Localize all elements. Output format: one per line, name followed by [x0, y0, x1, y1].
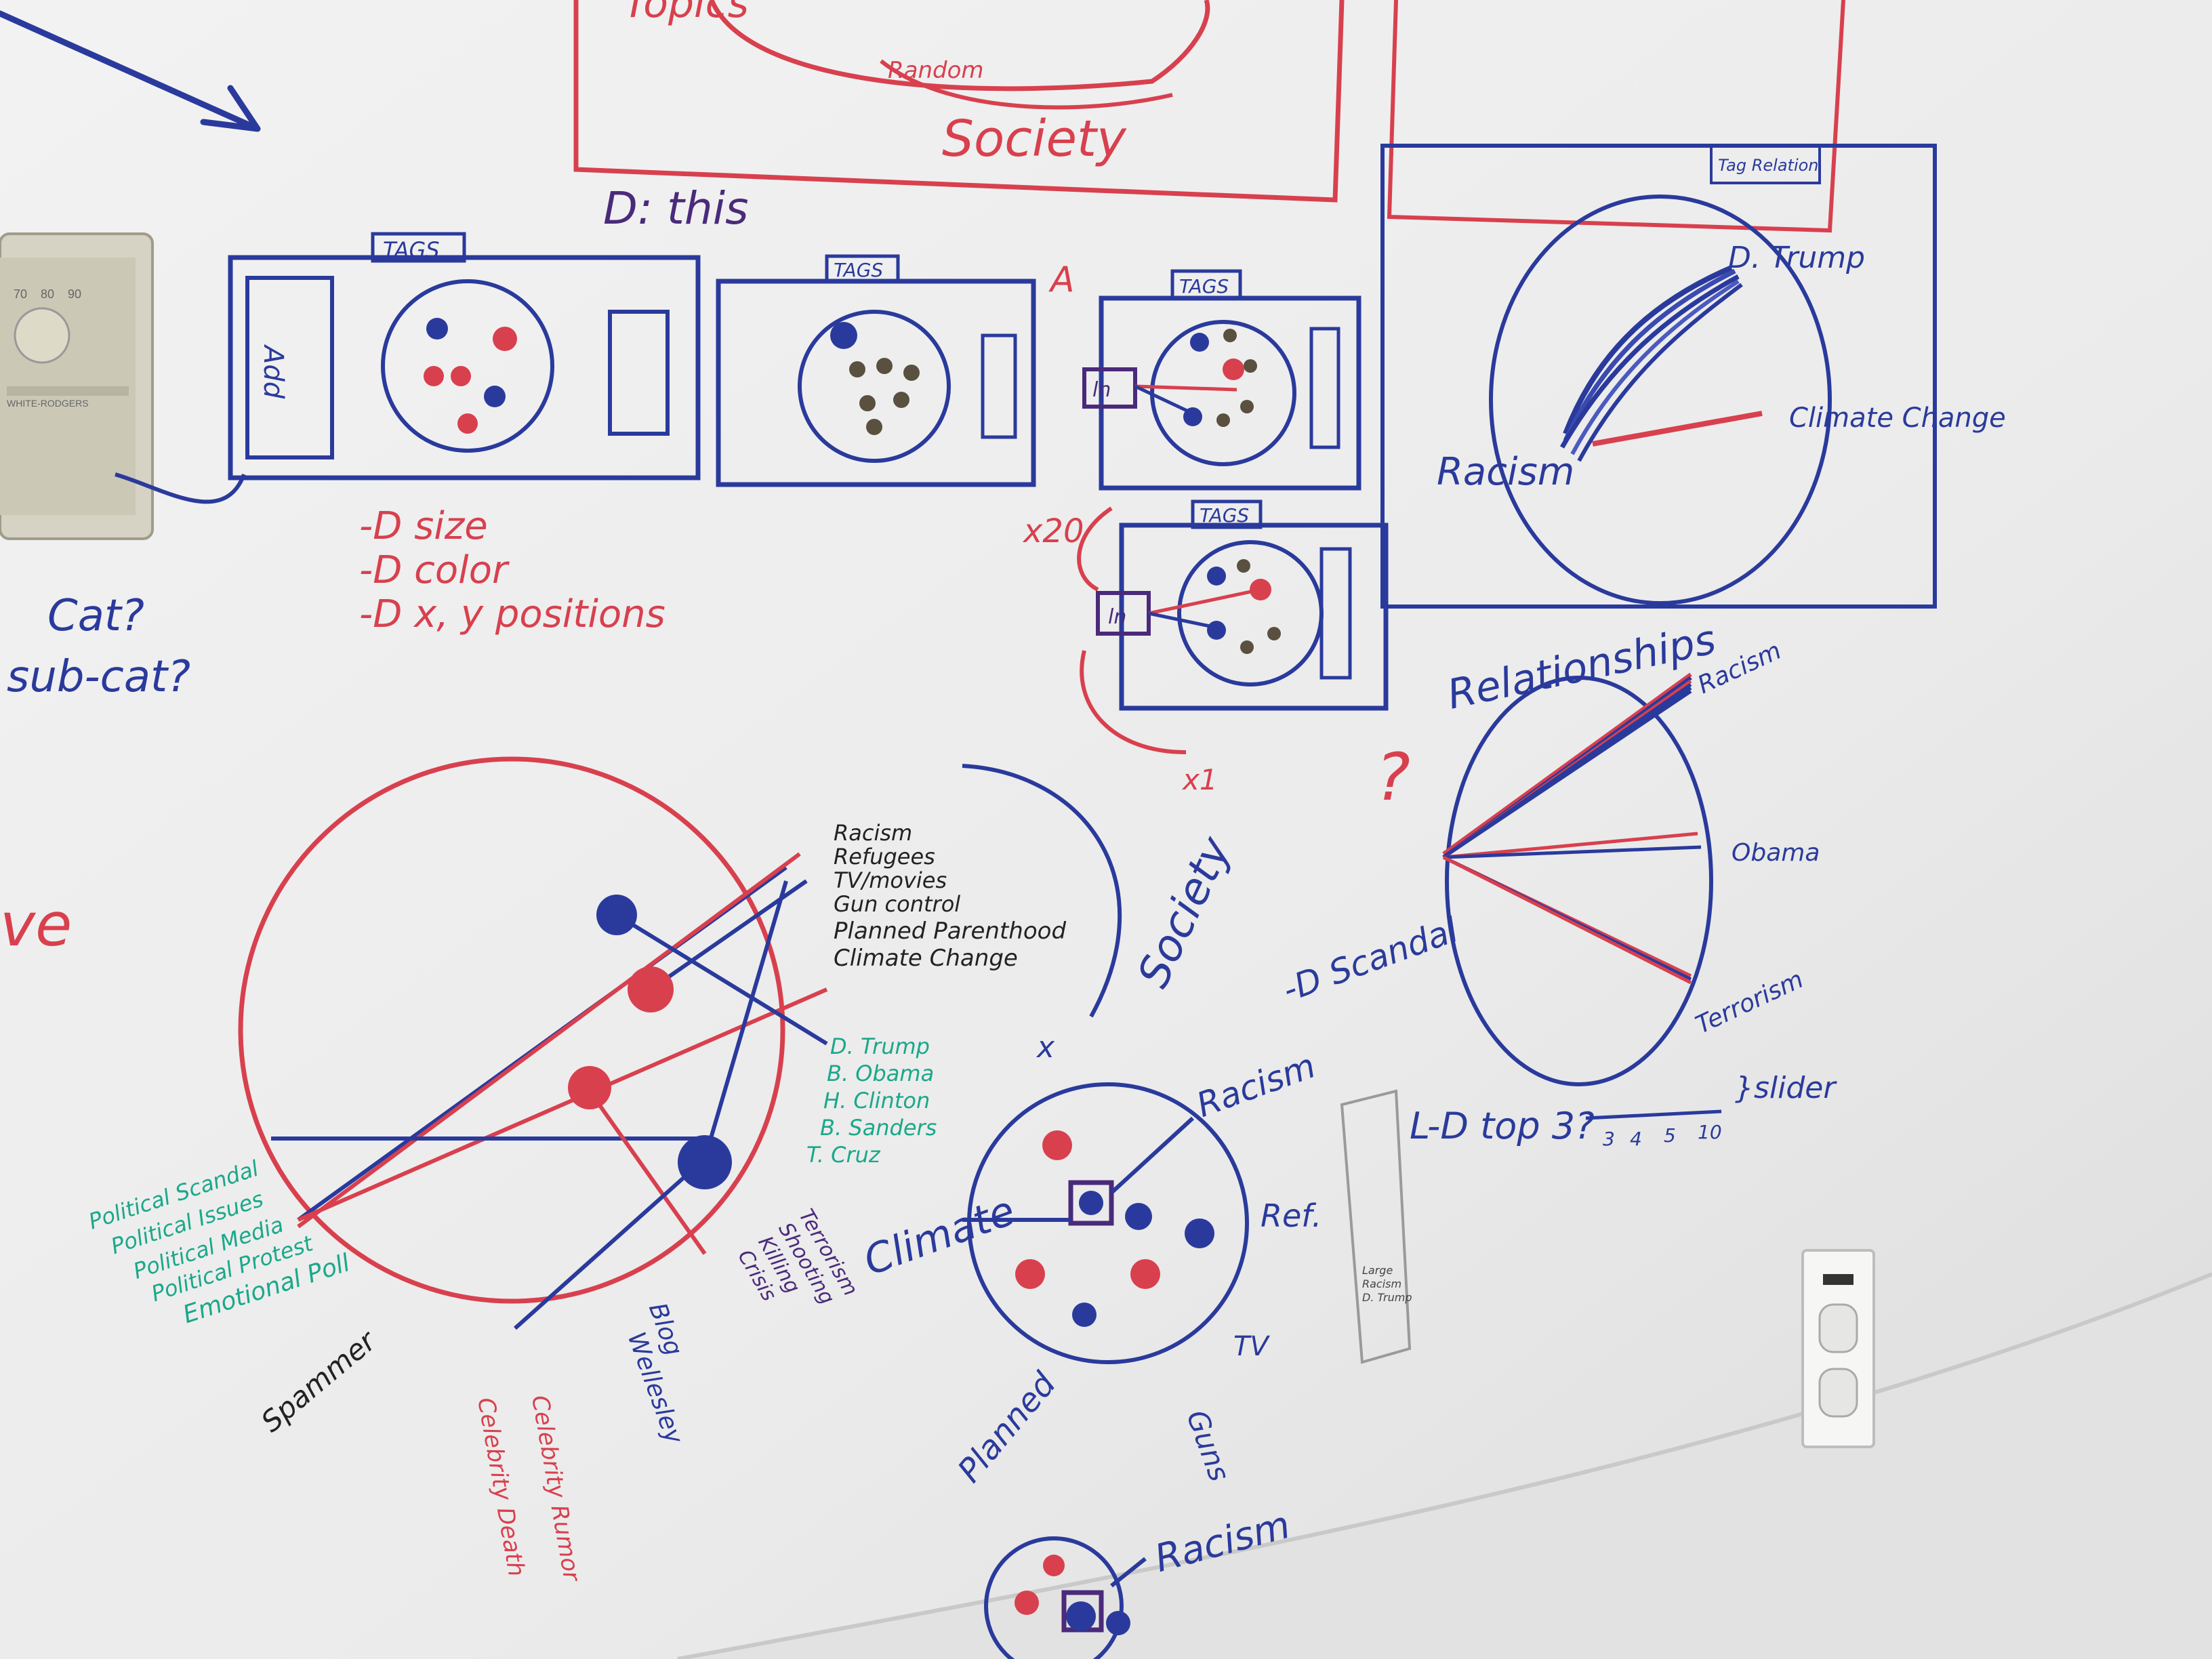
faint-panel: Large Racism D. Trump — [1340, 1089, 1412, 1364]
faint-text-1: Racism — [1362, 1277, 1401, 1290]
faint-text-0: Large — [1362, 1264, 1393, 1277]
person-1: B. Obama — [827, 1061, 934, 1086]
mock3-tag: TAGS — [1179, 275, 1229, 298]
slider-track — [1585, 1109, 1722, 1120]
ve-fragment: ve — [0, 890, 72, 960]
person-4: T. Cruz — [806, 1142, 881, 1168]
thermostat: 70 80 90 WHITE-RODGERS — [0, 232, 246, 540]
wall-outlet — [1801, 1249, 1875, 1448]
mock-screen-4: x20 TAGS ln x1 — [1022, 499, 1389, 796]
d-this-text: D: this — [603, 182, 748, 234]
subcat-question: sub-cat? — [7, 652, 190, 702]
top-red-sketch: Topics Random Society — [573, 0, 1845, 233]
tag-relation-panel: Tag Relation D. Trump Racism Climate Cha… — [1380, 144, 2006, 609]
topic-5: Climate Change — [834, 945, 1018, 972]
topics-text: Topics — [623, 0, 749, 27]
person-2: H. Clinton — [823, 1088, 930, 1113]
encoding-list: -D size -D color -D x, y positions — [359, 504, 665, 636]
thermo-brand: WHITE-RODGERS — [7, 398, 89, 409]
cat-question: Cat? — [47, 591, 144, 641]
mock4-x20: x20 — [1022, 512, 1084, 550]
encoding-position: -D x, y positions — [359, 592, 665, 636]
mock-screen-3: A TAGS ln — [1048, 260, 1361, 491]
node-racism: Racism — [1437, 450, 1574, 494]
slider-tick-10: 10 — [1698, 1121, 1722, 1143]
rel-top3: L-D top 3? — [1410, 1105, 1595, 1147]
slider-label: }slider — [1735, 1071, 1837, 1105]
relationships-question: ? — [1376, 739, 1410, 815]
mock4-tag: TAGS — [1200, 504, 1249, 527]
thermo-arrow — [115, 472, 246, 504]
topic-1: Refugees — [834, 844, 935, 869]
random-text: Random — [888, 57, 984, 84]
mock-screen-2: TAGS — [716, 254, 1036, 487]
slider-tick-4: 4 — [1630, 1128, 1642, 1150]
cluster-x: x — [1036, 1030, 1055, 1065]
cluster-ref: Ref. — [1261, 1197, 1322, 1234]
mock3-box: ln — [1092, 378, 1111, 402]
society-top-text: Society — [942, 110, 1127, 168]
slider-tick-5: 5 — [1664, 1124, 1676, 1147]
person-0: D. Trump — [830, 1033, 930, 1059]
society-arc — [962, 764, 1122, 1018]
wall-lower — [678, 1274, 2212, 1659]
encoding-color: -D color — [359, 548, 510, 592]
topic-0: Racism — [834, 820, 912, 846]
topic-4: Planned Parenthood — [834, 918, 1066, 945]
topic-3: Gun control — [834, 891, 960, 917]
faint-text-2: D. Trump — [1362, 1291, 1412, 1304]
mock-screen-1: TAGS Add — [228, 232, 701, 480]
svg-text:90: 90 — [68, 287, 81, 301]
topic-2: TV/movies — [834, 867, 947, 893]
rel-node-obama: Obama — [1732, 839, 1820, 867]
arrow-top-left — [0, 10, 261, 132]
mock3-marker: A — [1048, 260, 1075, 300]
node-dtrump: D. Trump — [1728, 241, 1865, 275]
board-edge — [677, 1272, 2212, 1659]
cluster-tv: TV — [1233, 1331, 1270, 1362]
svg-text:80: 80 — [41, 287, 54, 301]
tag-relation-title: Tag Relation — [1718, 156, 1819, 175]
node-climate: Climate Change — [1789, 403, 2006, 434]
mock4-box: ln — [1108, 605, 1126, 629]
mock1-add: Add — [258, 344, 289, 399]
mock4-x1: x1 — [1181, 763, 1218, 796]
mock2-tag: TAGS — [834, 259, 883, 281]
person-3: B. Sanders — [820, 1115, 937, 1141]
slider-tick-3: 3 — [1603, 1128, 1615, 1150]
mock1-tag: TAGS — [383, 237, 440, 263]
thermo-scale: 70 — [14, 287, 27, 301]
encoding-size: -D size — [359, 504, 488, 548]
